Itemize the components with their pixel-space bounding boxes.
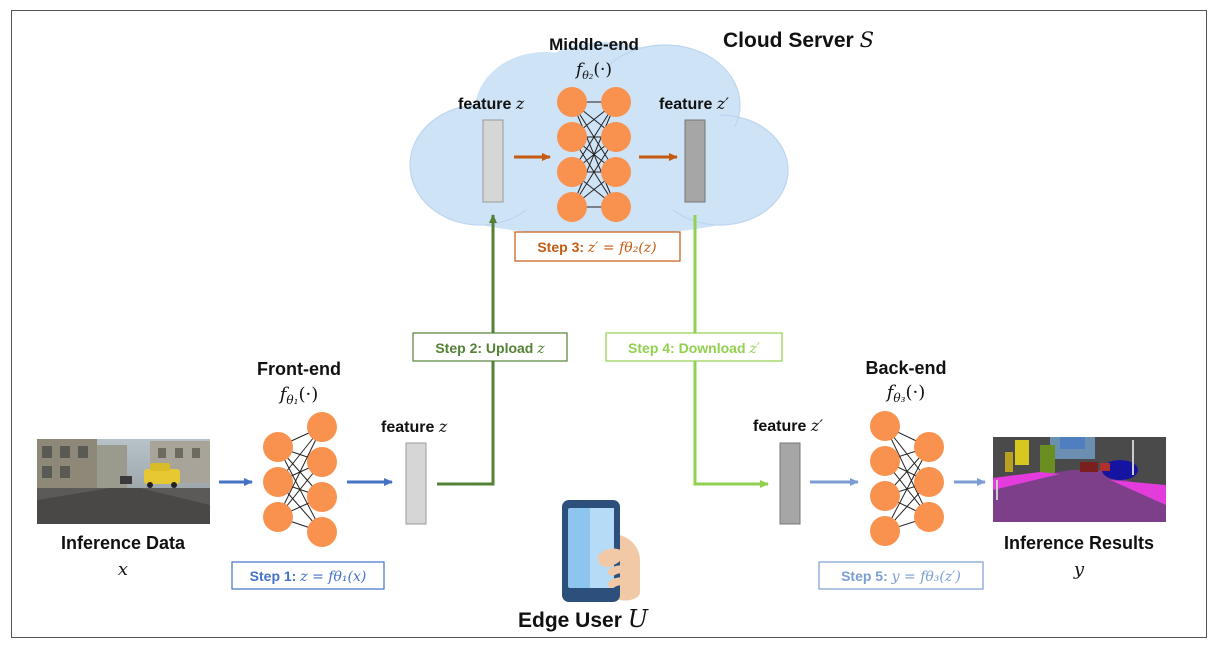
front-end-function: fθ₁(·) [278, 384, 319, 407]
step3-text: Step 3: z′ = fθ₂(z) [537, 239, 656, 256]
step5-text: Step 5: y = fθ₃(z′) [841, 568, 961, 585]
back-end-function: fθ₃(·) [885, 382, 926, 405]
step2-box [412, 332, 568, 362]
step4-text: Step 4: Download z′ [628, 340, 761, 357]
middle-end-network [557, 87, 631, 222]
edge-feature-z-label: feature z [381, 417, 448, 436]
cloud-feature-out-bar [684, 119, 706, 203]
figure-frame [11, 10, 1207, 638]
step4-box [605, 332, 783, 362]
inference-results-symbol: y [1073, 559, 1085, 580]
back-end-label: Back-end [865, 358, 946, 378]
cloud-feature-in-bar [482, 119, 504, 203]
edge-feature-zprime-bar [779, 442, 801, 525]
inference-results-label: Inference Results [1004, 533, 1154, 553]
step3-box [514, 231, 681, 262]
step1-text: Step 1: z = fθ₁(x) [250, 568, 367, 585]
cloud-feature-out-label: feature z′ [659, 94, 729, 113]
back-end-network [870, 411, 944, 546]
edge-feature-zprime-label: feature z′ [753, 416, 823, 435]
street-scene-image [37, 439, 210, 524]
front-end-network [263, 412, 337, 547]
step5-box [818, 561, 984, 590]
step2-text: Step 2: Upload z [435, 340, 545, 357]
download-link [693, 215, 769, 488]
cloud-server-title: Cloud Server S [723, 28, 874, 52]
step1-box [231, 561, 385, 590]
inference-data-symbol: x [118, 559, 128, 580]
segmentation-image [993, 437, 1166, 522]
cloud-feature-in-label: feature z [458, 94, 525, 113]
inference-data-label: Inference Data [61, 533, 186, 553]
edge-feature-z-bar [405, 442, 427, 525]
front-end-label: Front-end [257, 359, 341, 379]
middle-end-label: Middle-end [549, 35, 639, 54]
smartphone-hand-icon [562, 500, 640, 602]
edge-user-title: Edge User U [518, 605, 649, 633]
upload-link [437, 214, 497, 486]
middle-end-function: fθ₂(·) [574, 60, 612, 82]
